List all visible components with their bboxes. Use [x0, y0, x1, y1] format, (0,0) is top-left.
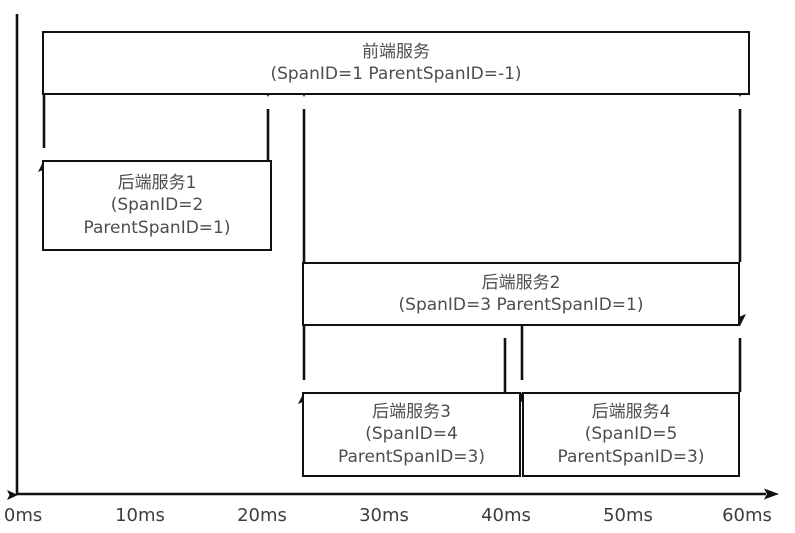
x-axis-tick-30ms: 30ms	[359, 505, 409, 526]
span-box-backend-service-1[interactable]: 后端服务1 (SpanID=2 ParentSpanID=1)	[42, 160, 272, 251]
span-meta-line2: ParentSpanID=3)	[338, 446, 485, 467]
span-meta-line2: ParentSpanID=3)	[557, 446, 705, 467]
x-axis-tick-60ms: 60ms	[722, 505, 772, 526]
x-axis-tick-0ms: 0ms	[3, 505, 43, 526]
span-box-frontend-service[interactable]: 前端服务 (SpanID=1 ParentSpanID=-1)	[42, 31, 750, 95]
span-box-backend-service-4[interactable]: 后端服务4 (SpanID=5 ParentSpanID=3)	[522, 392, 740, 477]
span-title: 前端服务	[362, 41, 430, 62]
span-title: 后端服务4	[591, 402, 671, 423]
span-meta-line1: (SpanID=5	[584, 424, 678, 445]
span-meta-line2: ParentSpanID=1)	[83, 217, 231, 238]
span-meta-line1: (SpanID=4	[365, 424, 458, 445]
x-axis	[17, 488, 779, 500]
span-meta: (SpanID=1 ParentSpanID=-1)	[270, 64, 522, 84]
x-axis-tick-40ms: 40ms	[481, 505, 531, 526]
span-box-backend-service-3[interactable]: 后端服务3 (SpanID=4 ParentSpanID=3)	[302, 392, 521, 477]
x-axis-tick-20ms: 20ms	[237, 505, 287, 526]
span-box-backend-service-2[interactable]: 后端服务2 (SpanID=3 ParentSpanID=1)	[302, 262, 740, 326]
span-meta: (SpanID=3 ParentSpanID=1)	[398, 295, 644, 315]
x-axis-tick-10ms: 10ms	[115, 505, 165, 526]
span-title: 后端服务3	[372, 402, 451, 423]
span-title: 后端服务2	[481, 272, 561, 293]
span-title: 后端服务1	[117, 173, 197, 194]
span-meta-line1: (SpanID=2	[110, 195, 204, 216]
x-axis-tick-50ms: 50ms	[603, 505, 653, 526]
